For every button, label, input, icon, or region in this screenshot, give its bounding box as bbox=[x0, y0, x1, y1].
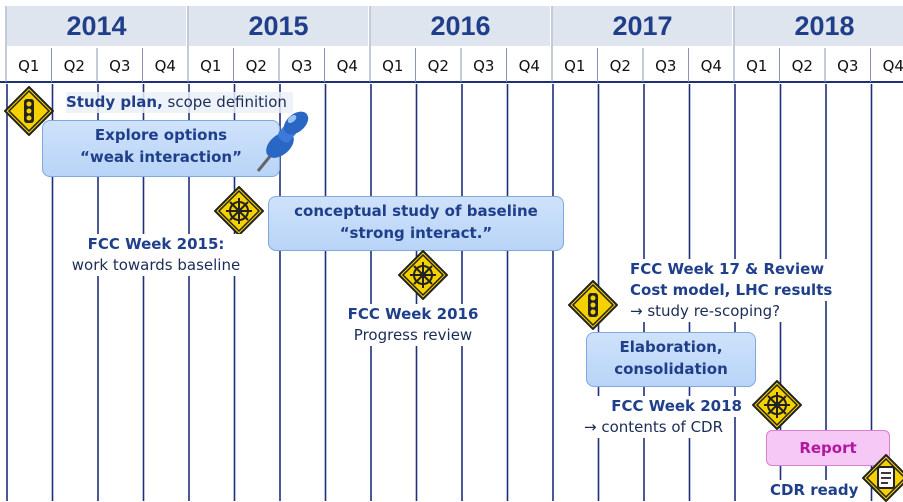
traffic-light-icon bbox=[568, 280, 618, 330]
quarter-label: Q2 bbox=[234, 50, 280, 82]
ship-wheel-icon bbox=[398, 250, 448, 300]
quarter-label: Q2 bbox=[416, 50, 462, 82]
year-label: 2018 bbox=[735, 6, 903, 46]
ship-wheel-icon bbox=[214, 186, 264, 236]
elaboration-line2: consolidation bbox=[587, 358, 755, 380]
cdr-ready-label: CDR ready bbox=[766, 480, 862, 501]
quarter-label: Q1 bbox=[370, 50, 416, 82]
baseline-line2: “strong interact.” bbox=[269, 222, 563, 244]
quarter-label: Q1 bbox=[6, 50, 52, 82]
pushpin-icon bbox=[236, 105, 316, 185]
study-plan-bold: Study plan, bbox=[66, 93, 163, 111]
document-icon bbox=[862, 454, 903, 502]
year-label: 2017 bbox=[553, 6, 732, 46]
quarter-label: Q1 bbox=[188, 50, 234, 82]
quarter-label: Q3 bbox=[97, 50, 143, 82]
fcc-week-2018-note: FCC Week 2018 → contents of CDR bbox=[584, 396, 742, 438]
quarter-label: Q1 bbox=[734, 50, 780, 82]
quarter-label: Q1 bbox=[552, 50, 598, 82]
year-label: 2015 bbox=[189, 6, 368, 46]
quarter-label: Q2 bbox=[52, 50, 98, 82]
fcc2017-line2: Cost model, LHC results bbox=[630, 281, 832, 299]
quarter-label: Q4 bbox=[325, 50, 371, 82]
elaboration-line1: Elaboration, bbox=[587, 336, 755, 358]
fcc2015-line1: FCC Week 2015: bbox=[88, 235, 225, 253]
fcc2018-line2: → contents of CDR bbox=[584, 417, 727, 438]
fcc2016-line1: FCC Week 2016 bbox=[348, 305, 479, 323]
ship-wheel-icon bbox=[752, 380, 802, 430]
year-label: 2014 bbox=[7, 6, 186, 46]
quarter-label: Q3 bbox=[643, 50, 689, 82]
quarter-label: Q3 bbox=[461, 50, 507, 82]
quarter-label: Q2 bbox=[780, 50, 826, 82]
quarter-label: Q4 bbox=[871, 50, 903, 82]
quarter-label: Q2 bbox=[598, 50, 644, 82]
quarter-label: Q4 bbox=[143, 50, 189, 82]
fcc-week-2016-note: FCC Week 2016 Progress review bbox=[338, 304, 488, 346]
year-label: 2016 bbox=[371, 6, 550, 46]
quarter-label: Q3 bbox=[279, 50, 325, 82]
elaboration-box: Elaboration, consolidation bbox=[586, 332, 756, 387]
baseline-box: conceptual study of baseline “strong int… bbox=[268, 196, 564, 251]
fcc2017-line1: FCC Week 17 & Review bbox=[630, 260, 824, 278]
fcc-week-2015-note: FCC Week 2015: work towards baseline bbox=[56, 234, 256, 276]
fcc-week-17-note: FCC Week 17 & Review Cost model, LHC res… bbox=[630, 259, 836, 322]
report-label: Report bbox=[799, 439, 856, 457]
fcc2017-line3: → study re-scoping? bbox=[630, 301, 784, 322]
baseline-line1: conceptual study of baseline bbox=[269, 200, 563, 222]
quarter-label: Q4 bbox=[507, 50, 553, 82]
quarter-label: Q4 bbox=[689, 50, 735, 82]
fcc2015-line2: work towards baseline bbox=[56, 255, 256, 276]
fcc2016-line2: Progress review bbox=[338, 325, 488, 346]
fcc2018-line1: FCC Week 2018 bbox=[611, 397, 742, 415]
quarter-label: Q3 bbox=[825, 50, 871, 82]
